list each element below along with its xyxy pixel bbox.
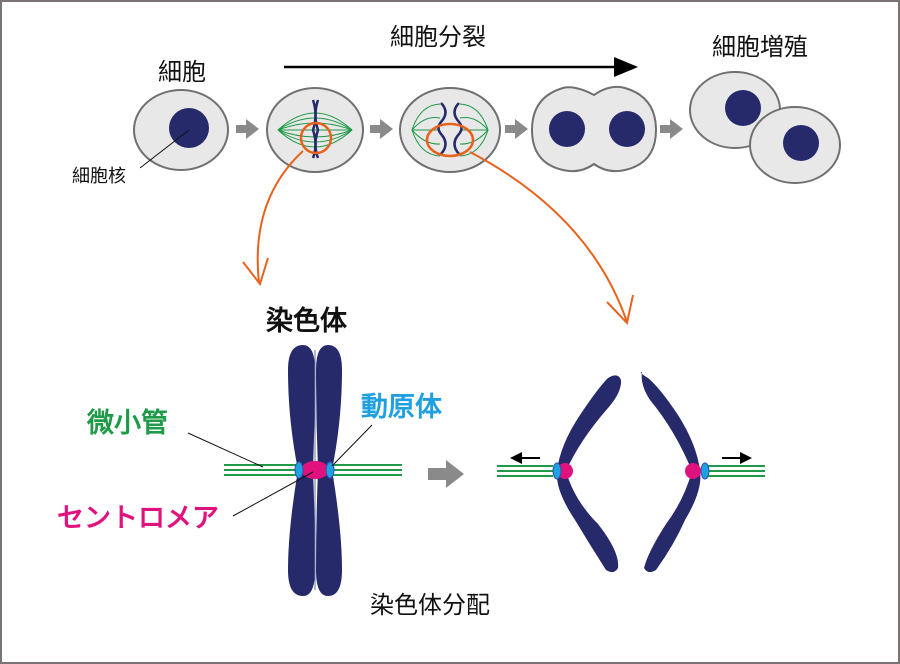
daughter-cells <box>689 71 841 184</box>
highlight-circle-metaphase <box>299 121 333 155</box>
separated-chromatids <box>556 372 701 573</box>
kinetochore-right <box>325 461 335 479</box>
microtubules-right-pulled <box>708 465 765 477</box>
kinetochore-label: 動原体 <box>361 392 443 423</box>
microtubule-leader-line <box>187 432 264 468</box>
centromere-left <box>557 463 573 479</box>
centromere-label: セントロメア <box>57 503 219 534</box>
cell-label: 細胞 <box>158 58 206 86</box>
centromere-right <box>685 463 701 479</box>
microtubules-right <box>330 464 402 476</box>
nucleus <box>609 111 645 147</box>
pull-arrow-left <box>510 452 540 464</box>
cell-division-label: 細胞分裂 <box>390 23 486 51</box>
cell-proliferation-label: 細胞増殖 <box>712 33 808 61</box>
pull-arrow-right <box>722 452 752 464</box>
microtubules-left-pulled <box>497 465 553 477</box>
nucleus <box>549 111 585 147</box>
aligned-chromosomes <box>311 99 320 159</box>
chromosome-segregation-label: 染色体分配 <box>370 591 490 619</box>
stage-arrow-2 <box>370 119 393 139</box>
stage-arrow-4 <box>660 119 683 139</box>
kinetochore-right <box>700 462 710 480</box>
nucleus-label: 細胞核 <box>72 166 126 187</box>
spindle-fibers <box>411 103 489 157</box>
microtubules-left <box>224 464 300 476</box>
separating-chromatids <box>437 102 463 155</box>
interphase-cell <box>133 89 229 171</box>
telophase-cell <box>530 85 658 173</box>
nucleus <box>783 125 819 161</box>
microtubule-label: 微小管 <box>86 408 168 439</box>
stage-arrows <box>236 119 683 139</box>
metaphase-cell <box>266 87 364 173</box>
zoom-arrow-anaphase <box>469 151 634 326</box>
stage-arrow-3 <box>505 119 528 139</box>
stage-arrow-1 <box>236 119 259 139</box>
highlight-circle-anaphase <box>425 122 475 158</box>
anaphase-cell <box>399 87 501 173</box>
chromatid-left <box>556 375 622 573</box>
nucleus-leader-line <box>139 129 190 169</box>
zoom-arrow-metaphase <box>242 150 304 287</box>
kinetochore-leader-line <box>331 424 373 467</box>
division-timeline-arrow <box>284 57 638 77</box>
chromosome-label: 染色体 <box>266 305 348 337</box>
nucleus <box>169 108 209 148</box>
chromatid-right <box>640 372 701 573</box>
segregation-arrow <box>428 460 464 488</box>
centromere-leader-line <box>232 471 314 517</box>
kinetochore-left <box>294 461 304 479</box>
kinetochore-left <box>552 462 562 480</box>
nucleus <box>725 90 761 126</box>
